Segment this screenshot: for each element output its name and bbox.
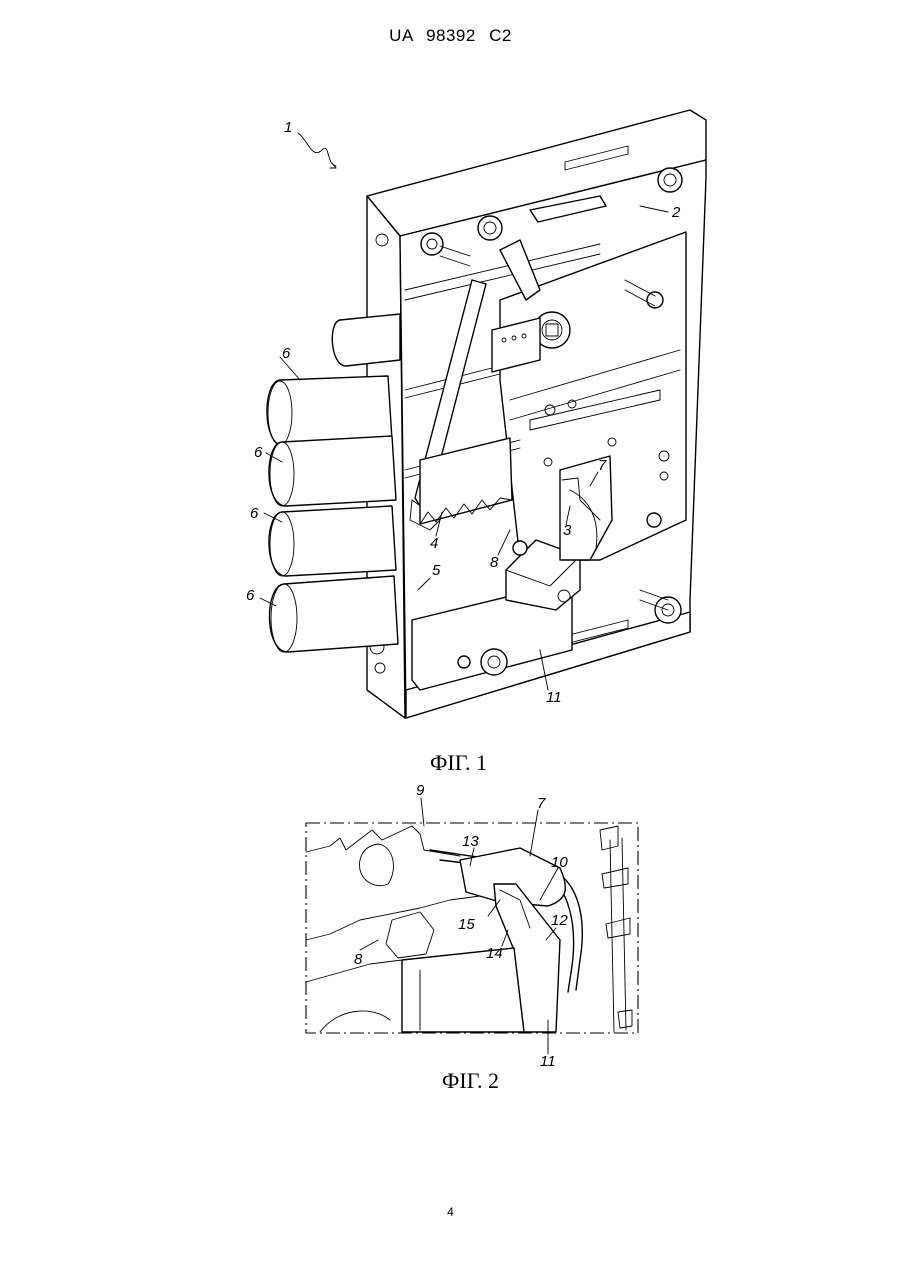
ref-10: 10 bbox=[551, 854, 568, 871]
ref-12: 12 bbox=[551, 912, 568, 929]
figure-2-caption: ФІГ. 2 bbox=[20, 1068, 901, 1094]
ref-14: 14 bbox=[486, 945, 503, 962]
ref-15: 15 bbox=[458, 916, 475, 933]
page-number: 4 bbox=[0, 1205, 901, 1219]
ref-13: 13 bbox=[462, 833, 479, 850]
ref-9: 9 bbox=[416, 782, 425, 799]
ref-8-detail: 8 bbox=[354, 951, 363, 968]
ref-7-detail: 7 bbox=[537, 795, 546, 812]
